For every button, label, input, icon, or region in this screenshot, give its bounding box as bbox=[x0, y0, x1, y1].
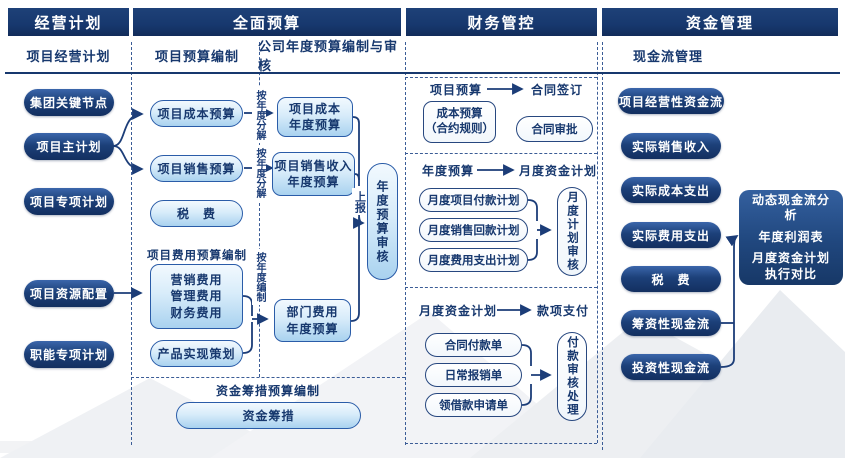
node-function-special-plan: 职能专项计划 bbox=[24, 341, 114, 368]
annual-dept-line2: 年度预算 bbox=[286, 321, 339, 336]
annual-sales-line2: 年度预算 bbox=[287, 175, 340, 189]
control-section-divider-2 bbox=[405, 153, 597, 154]
label-monthly-fund-plan: 月度资金计划 bbox=[519, 163, 598, 178]
analysis-dynamic-cashflow: 动态现金流分析 bbox=[752, 192, 831, 223]
node-fee-box: 营销费用 管理费用 财务费用 bbox=[150, 264, 243, 329]
fee-item-marketing: 营销费用 bbox=[170, 273, 223, 288]
annual-dept-line1: 部门费用 bbox=[286, 305, 339, 320]
budget-raise-divider bbox=[131, 377, 405, 378]
label-by-year-decompose-1: 按年度分解 bbox=[252, 87, 266, 143]
divider-col3-right bbox=[597, 42, 598, 443]
node-payment-review-processing: 付款审核处理 bbox=[557, 332, 587, 421]
node-loan-application-doc: 领借款申请单 bbox=[425, 393, 522, 417]
control-section-divider-4 bbox=[405, 443, 597, 444]
analysis-monthly-plan-compare: 月度资金计划执行对比 bbox=[752, 251, 831, 281]
subheader-divider bbox=[5, 72, 840, 74]
label-by-year-decompose-2: 按年度分解 bbox=[252, 145, 266, 201]
column-header-control: 财务管控 bbox=[406, 8, 597, 36]
node-project-special-plan: 项目专项计划 bbox=[24, 188, 114, 215]
label-monthly-fund-plan-2: 月度资金计划 bbox=[419, 303, 498, 318]
node-financing-cashflow: 筹资性现金流 bbox=[621, 310, 721, 336]
node-project-sales-budget: 项目销售预算 bbox=[150, 155, 243, 182]
label-project-budget: 项目预算 bbox=[429, 82, 482, 97]
annual-cost-line2: 年度预算 bbox=[288, 118, 341, 132]
control-section-divider-3 bbox=[405, 287, 597, 288]
node-daily-reimbursement-doc: 日常报销单 bbox=[425, 363, 522, 387]
node-annual-cost-budget: 项目成本 年度预算 bbox=[277, 97, 353, 137]
node-actual-cost-expense: 实际成本支出 bbox=[621, 177, 721, 203]
node-actual-fee-expense: 实际费用支出 bbox=[621, 222, 721, 248]
node-tax-fee: 税 费 bbox=[150, 200, 243, 227]
label-by-year-compile: 按年度编制 bbox=[252, 249, 266, 305]
column-header-budget: 全面预算 bbox=[133, 8, 401, 36]
divider-col2-col3 bbox=[405, 42, 406, 445]
column-header-fund: 资金管理 bbox=[602, 8, 838, 36]
divider-col4-left bbox=[602, 42, 603, 450]
label-annual-budget: 年度预算 bbox=[421, 163, 474, 178]
node-cost-budget-contract-rules: 成本预算 （合约规则） bbox=[423, 101, 496, 143]
annual-sales-line1: 项目销售收入 bbox=[274, 158, 353, 173]
node-actual-sales-income: 实际销售收入 bbox=[621, 133, 721, 159]
subheader-fund: 现金流管理 bbox=[633, 48, 704, 64]
node-monthly-sales-collection-plan: 月度销售回款计划 bbox=[419, 218, 528, 242]
node-annual-budget-review: 年度预算审核 bbox=[367, 163, 398, 280]
subheader-budget-left: 项目预算编制 bbox=[154, 48, 239, 64]
label-submit: 上报 bbox=[352, 188, 366, 215]
node-monthly-expense-plan: 月度费用支出计划 bbox=[419, 248, 528, 272]
node-contract-approval: 合同审批 bbox=[516, 116, 593, 142]
node-group-key-points: 集团关键节点 bbox=[24, 89, 114, 116]
annual-cost-line1: 项目成本 bbox=[288, 101, 341, 116]
fee-item-finance: 财务费用 bbox=[170, 305, 223, 320]
node-annual-dept-budget: 部门费用 年度预算 bbox=[274, 299, 351, 342]
label-payment: 款项支付 bbox=[536, 303, 589, 318]
node-project-resource-config: 项目资源配置 bbox=[24, 280, 114, 307]
node-fund-raising: 资金筹措 bbox=[176, 402, 361, 429]
label-contract-signing: 合同签订 bbox=[530, 82, 583, 97]
divider-col1-col2 bbox=[131, 42, 132, 445]
node-analysis-box: 动态现金流分析 年度利润表 月度资金计划执行对比 bbox=[739, 190, 843, 285]
node-contract-payment-doc: 合同付款单 bbox=[425, 333, 522, 357]
label-fund-raising-budgeting: 资金筹措预算编制 bbox=[215, 384, 320, 398]
cost-budget-line2: （合约规则） bbox=[425, 123, 494, 135]
column-header-plan: 经营计划 bbox=[8, 8, 129, 36]
label-project-fee-budgeting: 项目费用预算编制 bbox=[147, 249, 247, 262]
fee-item-management: 管理费用 bbox=[170, 289, 223, 304]
node-annual-sales-budget: 项目销售收入 年度预算 bbox=[272, 152, 355, 196]
node-project-operating-cashflow: 项目经营性资金流 bbox=[618, 88, 724, 114]
node-monthly-plan-review: 月度计划审核 bbox=[557, 187, 587, 276]
node-fund-tax-fee: 税 费 bbox=[621, 266, 721, 292]
node-product-realization-plan: 产品实现策划 bbox=[150, 340, 243, 367]
node-project-cost-budget: 项目成本预算 bbox=[150, 100, 243, 127]
subheader-budget-right: 公司年度预算编制与审核 bbox=[258, 39, 399, 73]
divider-budget-inner bbox=[259, 42, 260, 377]
cost-budget-line1: 成本预算 bbox=[436, 108, 483, 121]
subheader-plan: 项目经营计划 bbox=[26, 48, 111, 64]
node-monthly-project-payment-plan: 月度项目付款计划 bbox=[419, 188, 528, 212]
control-section-divider-1 bbox=[405, 77, 597, 78]
analysis-annual-profit: 年度利润表 bbox=[758, 229, 824, 244]
node-project-master-plan: 项目主计划 bbox=[24, 133, 114, 160]
node-investing-cashflow: 投资性现金流 bbox=[621, 354, 721, 380]
